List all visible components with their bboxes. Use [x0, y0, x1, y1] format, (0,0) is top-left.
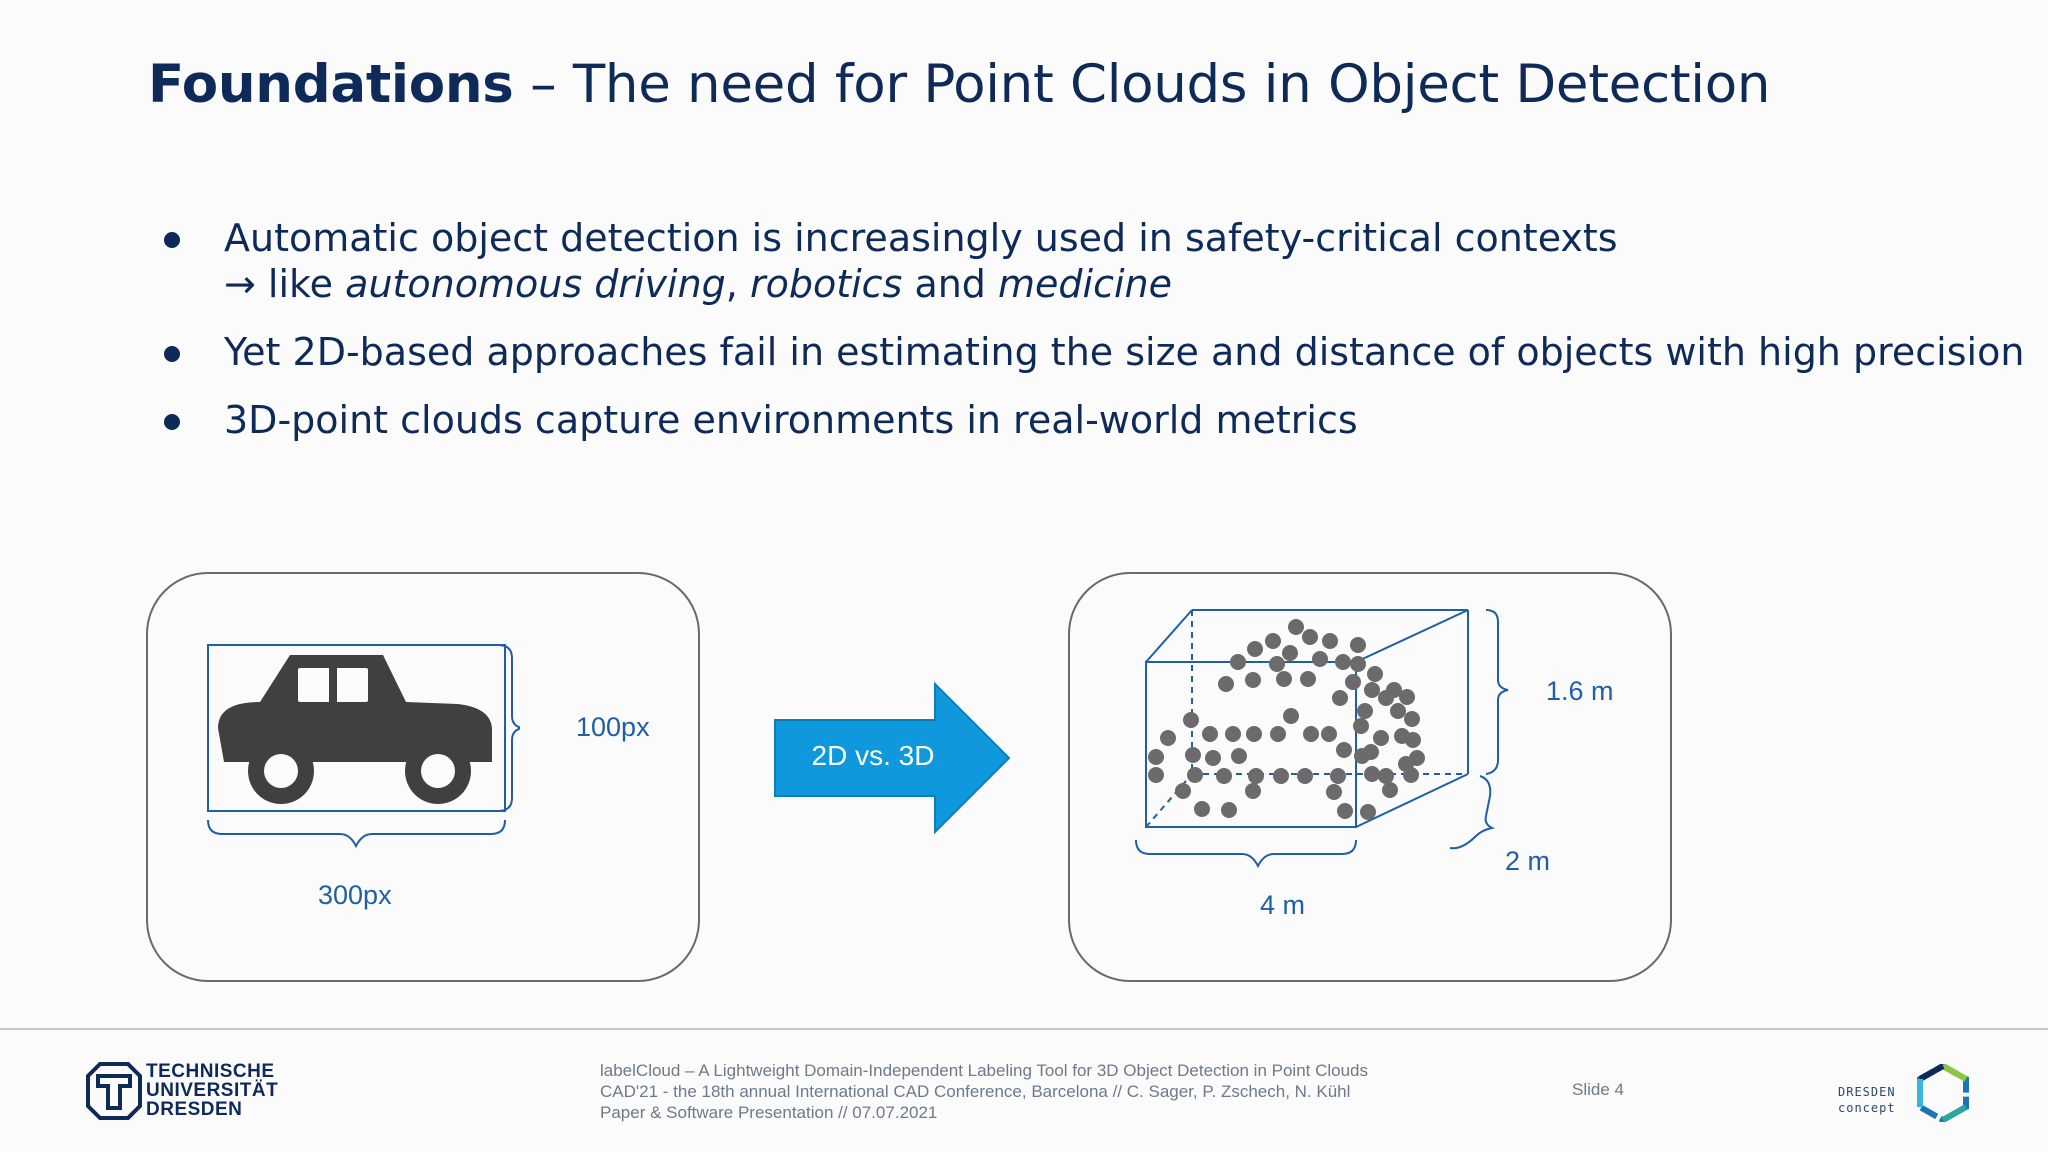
width-label-3d: 4 m	[1260, 890, 1306, 920]
bullet-text: Automatic object detection is increasing…	[224, 216, 1618, 260]
height-label-3d: 1.6 m	[1546, 676, 1614, 706]
slide-number: Slide 4	[1572, 1080, 1624, 1099]
height-label-2d: 100px	[576, 712, 650, 742]
university-line-3: DRESDEN	[146, 1099, 243, 1120]
subline-prefix: → like	[224, 262, 346, 306]
bullet-subline: → like autonomous driving, robotics and …	[224, 261, 2020, 307]
point-cloud-figure	[1135, 609, 1509, 869]
height-brace	[497, 644, 520, 812]
arrow-label: 2D vs. 3D	[811, 740, 935, 771]
tu-dresden-logo-icon	[86, 1062, 142, 1120]
car-2d-figure	[207, 644, 520, 849]
dimension-braces-3d	[1135, 609, 1509, 869]
arrow-right-icon	[774, 682, 1011, 834]
footer-conference: CAD'21 - the 18th annual International C…	[600, 1082, 1351, 1101]
partner-line-1: DRESDEN	[1838, 1085, 1896, 1099]
bullet-dot-icon	[164, 414, 180, 430]
subline-separator: ,	[725, 262, 750, 306]
footer-presentation: Paper & Software Presentation // 07.07.2…	[600, 1103, 938, 1122]
depth-label-3d: 2 m	[1505, 846, 1551, 876]
bullet-text: 3D-point clouds capture environments in …	[224, 398, 1358, 442]
university-line-1: TECHNISCHE	[146, 1061, 275, 1082]
car-icon	[218, 655, 492, 804]
footer-info: labelCloud – A Lightweight Domain-Indepe…	[600, 1060, 1368, 1123]
bullet-item: Yet 2D-based approaches fail in estimati…	[160, 329, 2024, 375]
university-line-2: UNIVERSITÄT	[146, 1080, 279, 1101]
subline-em-medicine: medicine	[998, 262, 1173, 306]
subline-em-robotics: robotics	[749, 262, 903, 306]
dresden-concept-logo-icon	[1917, 1064, 1969, 1122]
comparison-arrow: 2D vs. 3D	[773, 682, 1013, 834]
bullet-dot-icon	[164, 346, 180, 362]
subline-em-driving: autonomous driving	[345, 262, 726, 306]
footer-divider	[0, 1028, 2048, 1030]
university-name: TECHNISCHE UNIVERSITÄT DRESDEN	[146, 1062, 278, 1119]
width-label-2d: 300px	[318, 880, 392, 910]
bullet-list: Automatic object detection is increasing…	[160, 215, 2024, 465]
slide-title: Foundations – The need for Point Clouds …	[148, 54, 1770, 115]
width-brace	[207, 819, 506, 849]
bullet-item: Automatic object detection is increasing…	[160, 215, 2020, 307]
dresden-concept-wordmark: DRESDEN concept	[1838, 1084, 1896, 1116]
bullet-text: Yet 2D-based approaches fail in estimati…	[224, 330, 2025, 374]
bullet-dot-icon	[164, 232, 180, 248]
title-bold: Foundations	[148, 54, 514, 115]
bounding-box-3d	[1145, 609, 1469, 828]
footer-paper-title: labelCloud – A Lightweight Domain-Indepe…	[600, 1061, 1369, 1080]
point-cloud-points	[1148, 619, 1425, 820]
subline-and: and	[902, 262, 999, 306]
bullet-item: 3D-point clouds capture environments in …	[160, 397, 2020, 443]
partner-line-2: concept	[1838, 1101, 1896, 1115]
bounding-box-2d	[207, 644, 506, 812]
title-rest: – The need for Point Clouds in Object De…	[513, 54, 1771, 115]
